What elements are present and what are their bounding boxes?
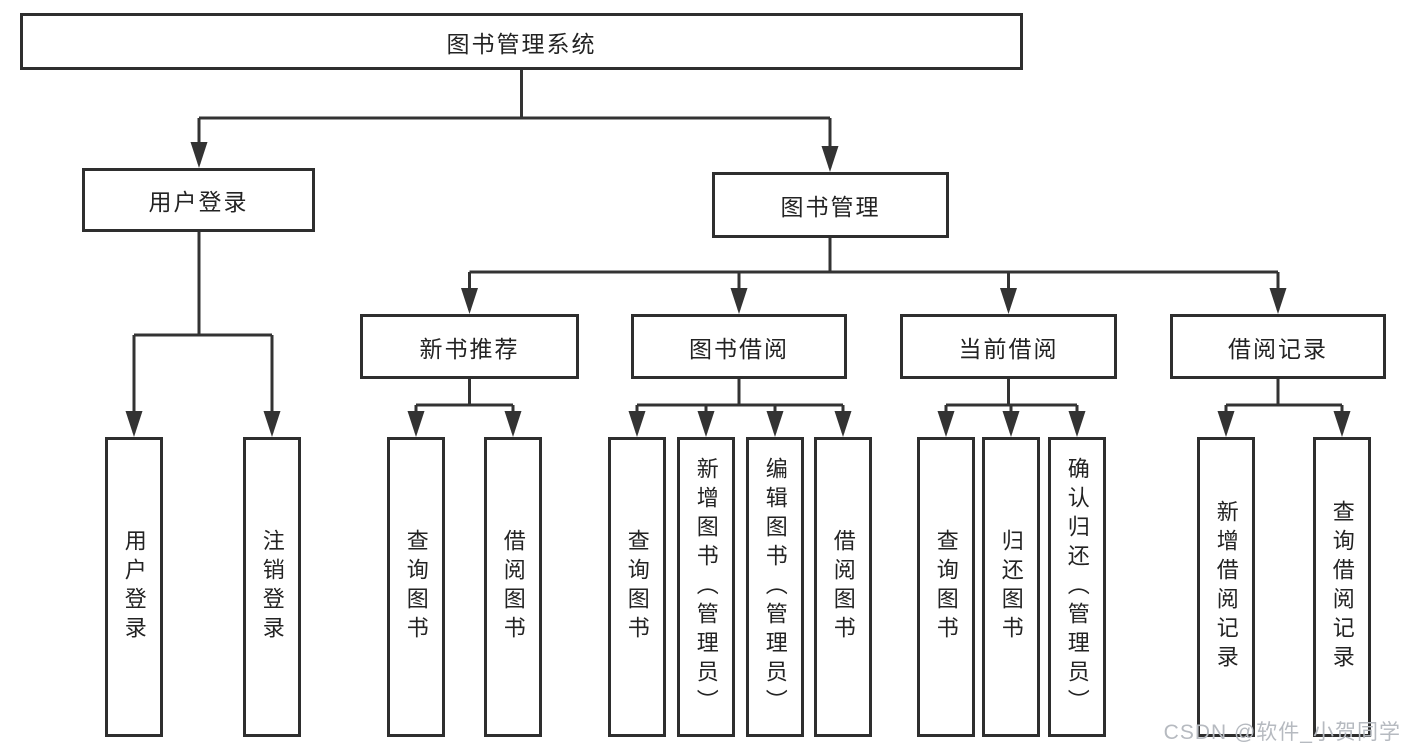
leaf-bb-edit-book-admin: 编辑图书（管理员） xyxy=(746,437,804,737)
node-label: 新增图书（管理员） xyxy=(693,456,719,718)
node-label: 确认归还（管理员） xyxy=(1064,456,1090,718)
node-label: 用户登录 xyxy=(148,189,249,215)
leaf-bb-borrow-book: 借阅图书 xyxy=(814,437,872,737)
node-label: 借阅图书 xyxy=(830,529,856,645)
leaf-cb-query-book: 查询图书 xyxy=(917,437,975,737)
leaf-br-add-record: 新增借阅记录 xyxy=(1197,437,1255,737)
leaf-nb-query-book: 查询图书 xyxy=(387,437,445,737)
node-label: 查询图书 xyxy=(933,529,959,645)
leaf-bb-add-book-admin: 新增图书（管理员） xyxy=(677,437,735,737)
node-label: 当前借阅 xyxy=(958,335,1059,362)
node-label: 查询借阅记录 xyxy=(1329,500,1355,674)
watermark: CSDN @软件_小贺同学 xyxy=(1163,721,1401,744)
node-borrow-records: 借阅记录 xyxy=(1170,314,1386,379)
leaf-nb-borrow-book: 借阅图书 xyxy=(484,437,542,737)
node-book-borrow: 图书借阅 xyxy=(631,314,847,379)
leaf-bb-query-book: 查询图书 xyxy=(608,437,666,737)
node-label: 借阅图书 xyxy=(500,529,526,645)
node-root-system: 图书管理系统 xyxy=(20,13,1023,70)
node-label: 图书管理系统 xyxy=(446,30,597,57)
node-label: 查询图书 xyxy=(624,529,650,645)
node-label: 新增借阅记录 xyxy=(1213,500,1239,674)
leaf-logout: 注销登录 xyxy=(243,437,301,737)
node-label: 编辑图书（管理员） xyxy=(762,456,788,718)
node-label: 图书管理 xyxy=(780,194,881,220)
node-label: 新书推荐 xyxy=(419,335,520,362)
node-user-login: 用户登录 xyxy=(82,168,315,232)
node-label: 用户登录 xyxy=(121,529,147,645)
node-label: 归还图书 xyxy=(998,529,1024,645)
arrowhead-icons xyxy=(125,142,1351,437)
node-current-borrow: 当前借阅 xyxy=(900,314,1117,379)
leaf-cb-confirm-return-admin: 确认归还（管理员） xyxy=(1048,437,1106,737)
node-new-book-recommend: 新书推荐 xyxy=(360,314,579,379)
leaf-user-login: 用户登录 xyxy=(105,437,163,737)
node-book-management: 图书管理 xyxy=(712,172,949,238)
leaf-cb-return-book: 归还图书 xyxy=(982,437,1040,737)
leaf-br-query-record: 查询借阅记录 xyxy=(1313,437,1371,737)
node-label: 借阅记录 xyxy=(1228,335,1328,362)
node-label: 查询图书 xyxy=(403,529,429,645)
node-label: 注销登录 xyxy=(259,529,285,645)
node-label: 图书借阅 xyxy=(689,335,789,362)
